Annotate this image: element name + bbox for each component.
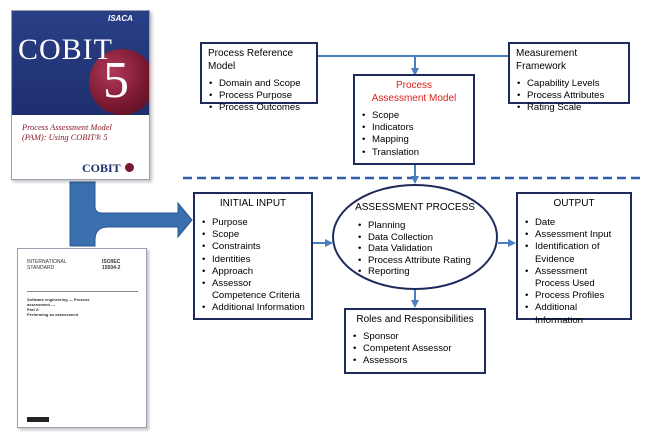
list-item: Process Outcomes: [208, 102, 310, 114]
roles-title: Roles and Responsibilities: [356, 314, 474, 325]
cobit-sphere: [89, 49, 149, 115]
list-item: Process Profiles: [524, 290, 624, 302]
cobit-number: 5: [103, 52, 129, 109]
list-item: Process Attributes: [516, 90, 622, 102]
iso-part-label: Part 2:: [27, 307, 40, 312]
initial-input-list: Purpose Scope Constraints Identities App…: [201, 217, 305, 315]
roles-responsibilities-box: Roles and Responsibilities Sponsor Compe…: [344, 308, 486, 374]
iso-footer-block: [27, 417, 49, 422]
iso-part-title: Performing an assessment: [27, 312, 79, 317]
list-item: Purpose: [201, 217, 305, 229]
list-item: Process Purpose: [208, 90, 310, 102]
iso-title: Software engineering — Process assessmen…: [27, 297, 89, 317]
cobit-footer-text: COBIT: [82, 161, 121, 175]
list-item: Domain and Scope: [208, 78, 310, 90]
list-item: Date: [524, 217, 624, 229]
list-item: Process Attribute Rating: [357, 255, 471, 267]
output-box: OUTPUT Date Assessment Input Identificat…: [516, 192, 632, 326]
list-item: Approach: [201, 266, 305, 278]
measurement-framework-list: Capability Levels Process Attributes Rat…: [516, 78, 622, 115]
list-item: Rating Scale: [516, 102, 622, 114]
roles-list: Sponsor Competent Assessor Assessors: [352, 331, 478, 368]
assessment-process-title: ASSESSMENT PROCESS: [355, 202, 475, 213]
process-reference-model-box: Process Reference Model Domain and Scope…: [200, 42, 318, 115]
cobit-cover-top: ISACA COBIT 5: [12, 11, 149, 115]
list-item: Assessment Input: [524, 229, 624, 241]
pam-title-line1: Process: [395, 80, 433, 91]
assessment-process-list: Planning Data Collection Data Validation…: [357, 220, 471, 278]
arrow-prm-to-pam: [318, 55, 419, 76]
big-input-arrow: [69, 181, 193, 247]
list-item: Translation: [361, 147, 467, 159]
list-item: Data Collection: [357, 232, 471, 244]
cobit-subtitle-line1: Process Assessment Model: [22, 123, 112, 132]
list-item: Reporting: [357, 266, 471, 278]
cobit-subtitle-line2: (PAM): Using COBIT® 5: [22, 132, 108, 142]
iso-title-line1: Software engineering — Process: [27, 297, 90, 302]
list-item: Assessor Competence Criteria: [201, 278, 305, 302]
process-reference-model-list: Domain and Scope Process Purpose Process…: [208, 78, 310, 115]
cobit-footer-sphere: [125, 163, 135, 173]
process-assessment-model-list: Scope Indicators Mapping Translation: [361, 110, 467, 159]
iso-15504-cover: INTERNATIONAL STANDARD ISO/IEC 15504-2 S…: [17, 248, 147, 428]
process-reference-model-title: Process Reference Model: [208, 48, 294, 72]
list-item: Indicators: [361, 122, 467, 134]
cobit-logo: COBIT: [18, 33, 113, 66]
measurement-framework-box: Measurement Framework Capability Levels …: [508, 42, 630, 115]
list-item: Constraints: [201, 241, 305, 253]
list-item: Planning: [357, 220, 471, 232]
list-item: Assessment Process Used: [524, 266, 624, 290]
list-item: Additional Information: [524, 302, 624, 326]
list-item: Assessors: [352, 355, 478, 367]
list-item: Additional Information: [201, 302, 305, 314]
iso-standard-line: STANDARD: [27, 265, 55, 271]
iso-org-line: INTERNATIONAL: [27, 259, 67, 265]
output-list: Date Assessment Input Identification of …: [524, 217, 624, 327]
list-item: Identification of Evidence: [524, 241, 624, 265]
initial-input-box: INITIAL INPUT Purpose Scope Constraints …: [193, 192, 313, 320]
iso-rule: [27, 291, 138, 292]
cobit-footer-logo: COBIT: [82, 159, 135, 177]
list-item: Scope: [201, 229, 305, 241]
iso-org: INTERNATIONAL STANDARD: [27, 259, 67, 271]
process-assessment-model-title: Process Assessment Model: [361, 79, 467, 105]
list-item: Identities: [201, 254, 305, 266]
iso-code: ISO/IEC 15504-2: [102, 259, 120, 271]
cobit-pam-subtitle: Process Assessment Model (PAM): Using CO…: [22, 123, 147, 142]
isaca-logo: ISACA: [108, 14, 133, 23]
assessment-process-ellipse: ASSESSMENT PROCESS Planning Data Collect…: [332, 184, 498, 290]
list-item: Sponsor: [352, 331, 478, 343]
list-item: Scope: [361, 110, 467, 122]
pam-title-line2: Assessment Model: [371, 93, 457, 104]
process-assessment-model-box: Process Assessment Model Scope Indicator…: [353, 74, 475, 165]
output-title: OUTPUT: [553, 198, 595, 209]
list-item: Data Validation: [357, 243, 471, 255]
list-item: Competent Assessor: [352, 343, 478, 355]
cobit5-pam-cover: ISACA COBIT 5 Process Assessment Model (…: [11, 10, 150, 180]
initial-input-title: INITIAL INPUT: [219, 198, 287, 209]
iso-code-line: ISO/IEC: [102, 259, 121, 265]
list-item: Mapping: [361, 134, 467, 146]
measurement-framework-title: Measurement Framework: [516, 48, 578, 72]
list-item: Capability Levels: [516, 78, 622, 90]
iso-title-line2: assessment —: [27, 302, 56, 307]
iso-number-line: 15504-2: [102, 265, 121, 271]
